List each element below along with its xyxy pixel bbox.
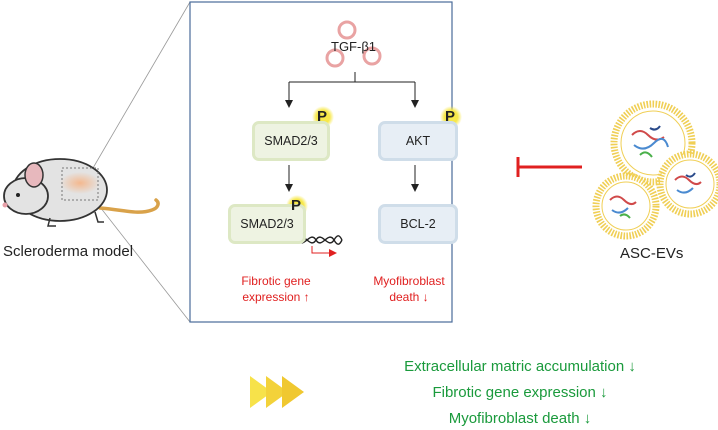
phospho-label-smad-top: P	[317, 108, 328, 125]
pathway-frame	[189, 1, 453, 323]
zoom-line-top	[92, 1, 191, 169]
fibrotic-outcome-line1: Fibrotic gene	[241, 274, 311, 288]
phospho-label-akt: P	[445, 108, 456, 125]
extracellular-vesicles-icon	[592, 100, 718, 240]
fibrotic-outcome-text: Fibrotic gene expression ↑	[231, 273, 321, 305]
fibrotic-outcome-line2: expression ↑	[242, 290, 310, 304]
chevron-arrows-icon	[250, 376, 304, 408]
effect-item-ecm: Extracellular matric accumulation ↓	[404, 358, 636, 375]
myofibroblast-outcome-line1: Myofibroblast	[373, 274, 445, 288]
smad-bottom-label: SMAD2/3	[240, 217, 294, 231]
zoom-line-bottom	[92, 197, 191, 323]
myofibroblast-outcome-text: Myofibroblast death ↓	[364, 273, 454, 305]
tgf-beta-molecule-icon	[325, 20, 382, 68]
smad-phospho-box: SMAD2/3	[252, 121, 330, 161]
mouse-model-label: Scleroderma model	[3, 243, 134, 260]
myofibroblast-outcome-line2: death ↓	[389, 290, 429, 304]
akt-box: AKT	[378, 121, 458, 161]
bcl2-label: BCL-2	[400, 217, 436, 231]
mouse-illustration	[2, 158, 160, 227]
effect-item-myofibroblast: Myofibroblast death ↓	[448, 410, 592, 427]
bcl2-box: BCL-2	[378, 204, 458, 244]
akt-label: AKT	[405, 134, 431, 148]
tgf-beta-label: TGF-β1	[331, 39, 377, 54]
smad-nuclear-box: SMAD2/3	[228, 204, 306, 244]
asc-evs-label: ASC-EVs	[620, 245, 684, 262]
smad-top-label: SMAD2/3	[264, 134, 318, 148]
phospho-label-smad-bottom: P	[291, 197, 302, 214]
effect-item-fibrotic: Fibrotic gene expression ↓	[432, 384, 608, 401]
